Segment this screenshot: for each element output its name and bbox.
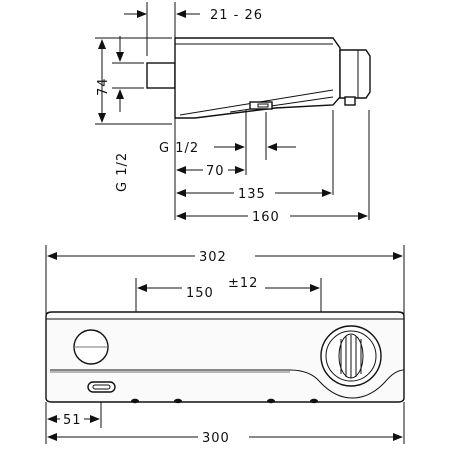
label-width-300: 300 <box>202 431 230 446</box>
dim-height: 74 <box>96 39 111 123</box>
label-wall-offset: 21 - 26 <box>210 8 263 23</box>
side-knob <box>339 49 371 99</box>
dim-connection-bottom: G 1/2 <box>159 141 296 156</box>
side-body <box>174 37 341 119</box>
dim-depth-70: 70 <box>176 164 245 179</box>
label-spacing-150: 150 <box>186 286 214 301</box>
label-height: 74 <box>96 77 111 96</box>
dim-wall-offset: 21 - 26 <box>124 8 263 23</box>
dim-width-302: 302 <box>47 250 403 265</box>
side-connector-stub <box>146 62 176 89</box>
front-view-extension-lines <box>45 245 405 444</box>
front-body <box>45 311 405 403</box>
label-depth-160: 160 <box>252 210 280 225</box>
side-view <box>146 37 371 119</box>
front-view <box>45 311 405 404</box>
label-width-302: 302 <box>199 250 227 265</box>
dim-connection-side: G 1/2 <box>115 36 130 192</box>
label-depth-70: 70 <box>206 164 225 179</box>
knob-grip <box>338 333 364 379</box>
label-depth-135: 135 <box>238 187 266 202</box>
dim-depth-135: 135 <box>176 187 332 202</box>
bottom-outlet <box>87 381 116 393</box>
label-connection-bottom: G 1/2 <box>159 141 199 156</box>
label-tolerance: ±12 <box>228 276 258 291</box>
side-bottom-outlet <box>249 101 273 110</box>
dim-depth-160: 160 <box>176 210 368 225</box>
dim-spacing-150: 150 ±12 <box>137 276 320 301</box>
dim-width-300: 300 <box>47 431 403 446</box>
dim-offset-51: 51 <box>47 413 100 428</box>
side-view-extension-lines <box>95 2 370 220</box>
label-offset-51: 51 <box>63 413 82 428</box>
label-connection-side: G 1/2 <box>115 152 130 192</box>
